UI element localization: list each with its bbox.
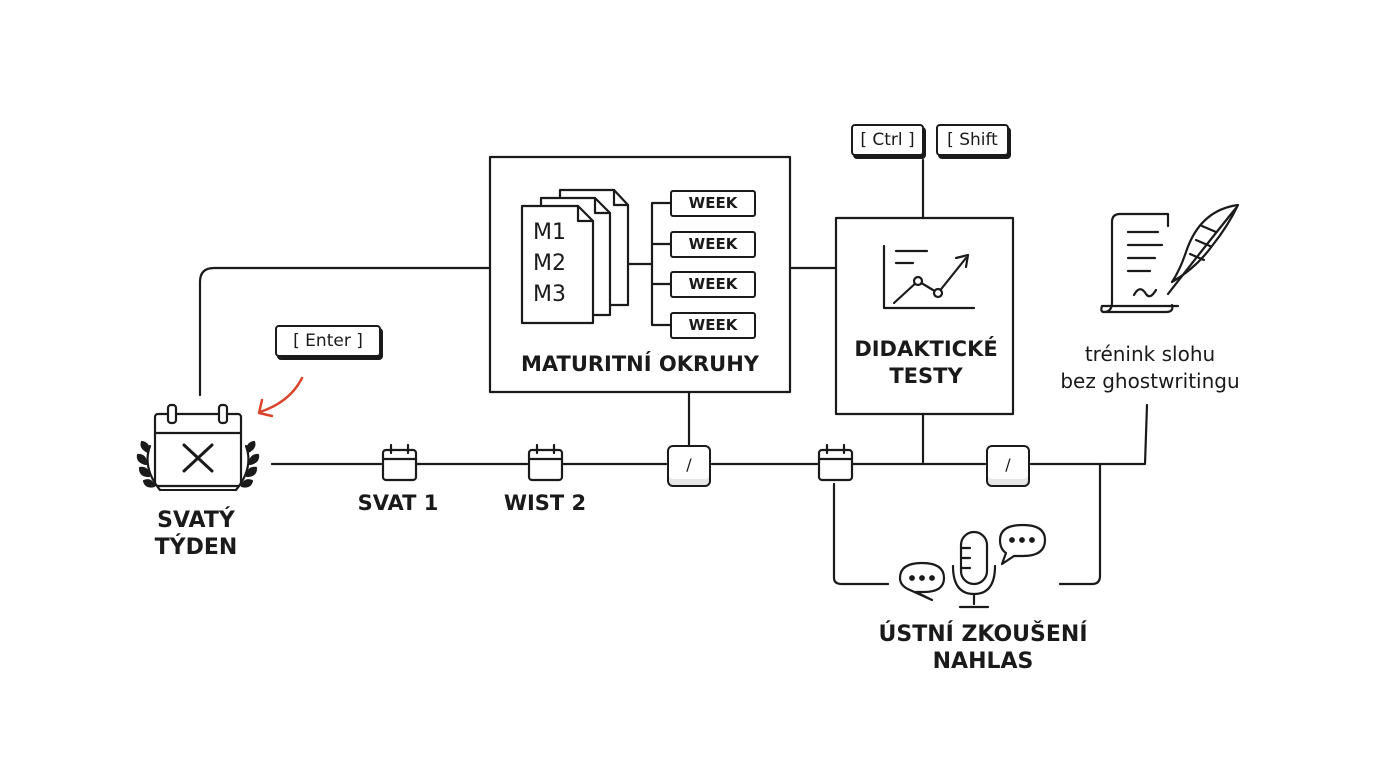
ctrl-key: [ Ctrl ]: [851, 124, 924, 156]
connector-left-up: [198, 266, 492, 397]
red-arrow-icon: [257, 376, 304, 418]
week-box: WEEK: [670, 271, 756, 298]
module-list: M1 M2 M3: [533, 217, 566, 310]
trenink-line1: trénink slohu: [1084, 342, 1216, 366]
tests-title-line1: DIDAKTICKÉ: [854, 337, 998, 361]
tests-box: [834, 216, 1015, 416]
calendar-icon-svat1: [381, 443, 418, 482]
document-stack-icon: [520, 188, 630, 325]
okruhy-title: MATURITNÍ OKRUHY: [520, 352, 760, 376]
slash-key: /: [986, 445, 1030, 487]
timeline-main: [270, 403, 1149, 466]
week-box: WEEK: [670, 231, 756, 258]
bracket-connector: [626, 201, 672, 327]
enter-key: [ Enter ]: [275, 325, 381, 357]
calendar-icon-oral: [817, 443, 854, 482]
module-item: M1: [533, 220, 566, 245]
wreath-calendar-icon: [136, 403, 260, 492]
trenink-line2: bez ghostwritingu: [1060, 369, 1240, 393]
ustni-label-line1: ÚSTNÍ ZKOUŠENÍ: [878, 622, 1088, 647]
microphone-icon: [951, 530, 997, 609]
okruhy-box: [488, 155, 792, 394]
slash-key: /: [667, 445, 711, 487]
calendar-icon-wist2: [527, 443, 564, 482]
week-box: WEEK: [670, 190, 756, 217]
tests-title-line2: TESTY: [889, 364, 963, 388]
wist2-label: WIST 2: [503, 491, 587, 515]
ustni-label-line2: NAHLAS: [932, 649, 1034, 674]
svat1-label: SVAT 1: [357, 491, 439, 515]
module-item: M3: [533, 282, 566, 307]
speech-bubble-left-icon: [898, 561, 946, 602]
module-item: M2: [533, 251, 566, 276]
quill-paper-icon: [1100, 203, 1240, 314]
week-box: WEEK: [670, 312, 756, 339]
chart-icon: [882, 244, 976, 310]
connector-oral-right: [1058, 462, 1102, 586]
svaty-label-line1: SVATÝ: [157, 508, 235, 533]
svaty-label-line2: TÝDEN: [154, 535, 238, 560]
connector-oral-left: [832, 482, 890, 586]
shift-key: [ Shift: [936, 124, 1009, 156]
speech-bubble-right-icon: [998, 523, 1047, 566]
